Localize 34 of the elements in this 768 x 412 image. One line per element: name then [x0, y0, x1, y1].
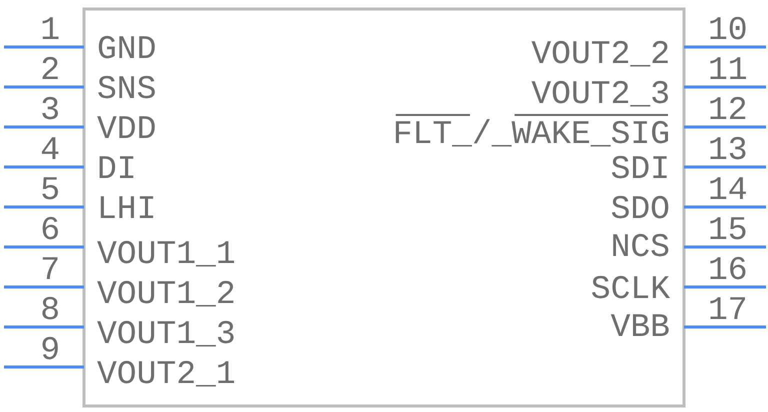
pin-number: 7	[40, 253, 60, 289]
pin-number: 4	[40, 133, 60, 169]
pin-number: 15	[708, 213, 748, 249]
pin-number: 17	[708, 293, 748, 329]
pin-label: FLT_/_WAKE_SIG	[392, 117, 670, 153]
pin-number: 2	[40, 53, 60, 89]
pin-label: VOUT2_2	[531, 37, 670, 73]
pin-label: SCLK	[590, 272, 670, 308]
pin-number: 14	[708, 173, 748, 209]
pin-label: VOUT1_2	[97, 277, 236, 313]
pin-number: 13	[708, 133, 748, 169]
pin-label: SNS	[97, 72, 156, 108]
pin-label: VOUT1_3	[97, 317, 236, 353]
pin-number: 12	[708, 93, 748, 129]
pin-number: 3	[40, 93, 60, 129]
pin-number: 10	[708, 13, 748, 49]
pin-label: DI	[97, 152, 137, 188]
pin-number: 1	[40, 13, 60, 49]
pin-number: 8	[40, 293, 60, 329]
pin-number: 16	[708, 253, 748, 289]
pin-label: VOUT2_1	[97, 357, 236, 393]
pin-label: GND	[97, 32, 156, 68]
pin-number: 11	[708, 53, 748, 89]
pin-label: VBB	[610, 310, 670, 346]
pin-number: 5	[40, 173, 60, 209]
pin-label: VOUT2_3	[531, 77, 670, 113]
pin-label: VOUT1_1	[97, 237, 236, 273]
pin-label: SDI	[610, 152, 670, 188]
pin-label: LHI	[97, 192, 156, 228]
pin-label: NCS	[610, 230, 670, 266]
pin-label: SDO	[610, 192, 670, 228]
pin-number: 6	[40, 213, 60, 249]
pin-label: VDD	[97, 112, 156, 148]
pin-number: 9	[40, 333, 60, 369]
